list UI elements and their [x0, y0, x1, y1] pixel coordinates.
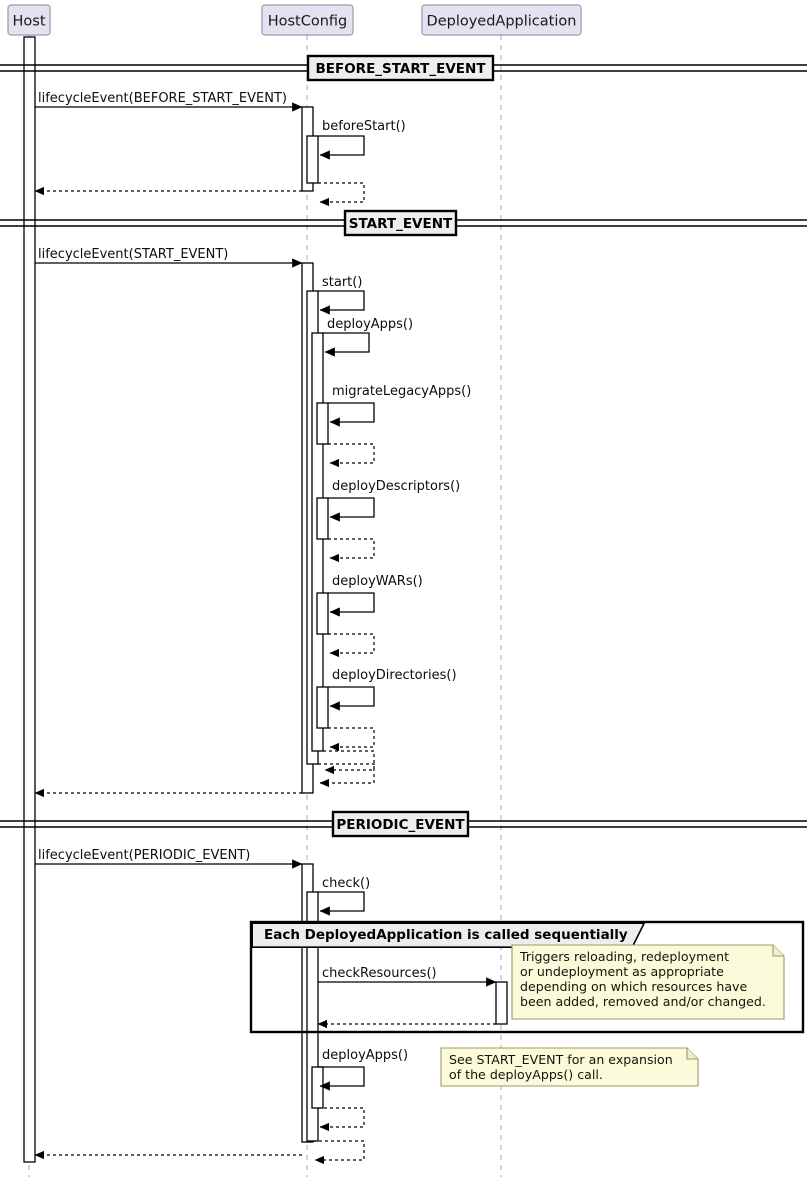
self-message-call [323, 332, 370, 357]
self-message-call [318, 1066, 365, 1091]
activation-bar [316, 686, 329, 729]
divider-box [343, 209, 458, 237]
self-message-call [318, 135, 365, 160]
participant-label-host: Host [12, 14, 45, 30]
message-label: checkResources() [322, 966, 437, 981]
message-label: deployDirectories() [332, 668, 457, 683]
self-message-call [328, 592, 375, 617]
messages-layer: lifecycleEvent(BEFORE_START_EVENT)before… [34, 91, 497, 1165]
message-label: deployApps() [322, 1048, 408, 1063]
message-label: beforeStart() [322, 119, 406, 134]
self-message-return [328, 443, 375, 468]
divider-box [331, 810, 470, 838]
activation-bar [316, 497, 329, 540]
self-message-return [328, 727, 375, 752]
divider-label: PERIODIC_EVENT [336, 817, 465, 833]
message-label: check() [322, 876, 370, 891]
group-label: Each DeployedApplication is called seque… [264, 927, 628, 943]
participant-box-host[interactable] [7, 4, 51, 36]
self-message-call [318, 891, 365, 916]
self-message-return [323, 750, 375, 775]
self-message-call [328, 402, 375, 427]
activation-bar [311, 332, 324, 752]
self-message-return [318, 182, 365, 207]
participant-label-hostconfig: HostConfig [268, 14, 348, 30]
self-message-return [328, 633, 375, 658]
activation-bar [306, 135, 319, 184]
self-message-return [318, 763, 375, 788]
note-fold-corner [686, 1048, 698, 1060]
message-label: lifecycleEvent(START_EVENT) [38, 247, 228, 262]
activation-bar [311, 1066, 324, 1109]
lifelines-layer [28, 35, 502, 1177]
activation-bar [316, 402, 329, 445]
participant-label-deployedapplication: DeployedApplication [427, 14, 577, 30]
message-label: lifecycleEvent(BEFORE_START_EVENT) [38, 91, 287, 106]
message-label: deployApps() [327, 317, 413, 332]
divider-label: BEFORE_START_EVENT [315, 61, 486, 77]
participant-box-deployedapplication[interactable] [421, 4, 582, 36]
self-message-return [313, 1140, 365, 1165]
self-message-return [318, 1107, 365, 1132]
message-label: migrateLegacyApps() [332, 384, 471, 399]
self-message-call [328, 497, 375, 522]
note-fold-corner [772, 945, 784, 957]
self-message-call [328, 686, 375, 711]
note-body [440, 1047, 699, 1087]
activation-bar [316, 592, 329, 635]
message-label: deployWARs() [332, 574, 423, 589]
divider-label: START_EVENT [349, 216, 453, 232]
note-body [511, 944, 785, 1020]
group-frame [249, 920, 805, 1034]
self-message-return [328, 538, 375, 563]
divider-box [306, 54, 495, 82]
message-label: deployDescriptors() [332, 479, 460, 494]
message-label: lifecycleEvent(PERIODIC_EVENT) [38, 848, 250, 863]
message-label: start() [322, 275, 362, 290]
dividers-layer: BEFORE_START_EVENT START_EVENT PERIODIC_EV… [0, 54, 807, 838]
activation-bar [495, 981, 508, 1025]
participants-layer: Host HostConfig DeployedApplication [7, 4, 582, 36]
participant-box-hostconfig[interactable] [261, 4, 354, 36]
activation-bars-layer [23, 36, 508, 1163]
activation-bar [23, 36, 36, 1163]
activation-bar [306, 891, 319, 1142]
self-message-call [318, 290, 365, 315]
